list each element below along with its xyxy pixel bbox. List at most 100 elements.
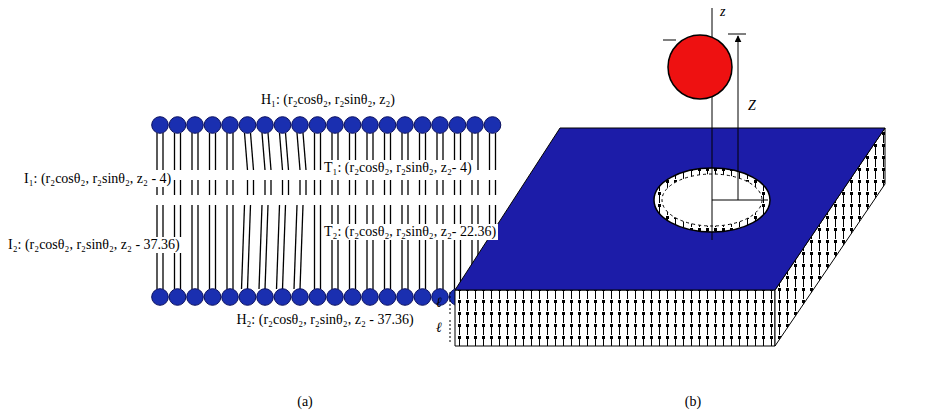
lipid-tail (191, 180, 192, 195)
lipid-tail (349, 180, 350, 195)
coordinate-label: I₂: (r₂cosθ₂, r₂sinθ₂, z₂ - 37.36) (6, 237, 182, 253)
lipid-tail (366, 205, 367, 289)
lipid-tail (215, 133, 216, 170)
lipid-head (344, 289, 361, 306)
lipid-tail (162, 133, 163, 170)
lipid-head (432, 117, 449, 134)
lipid-head (309, 289, 326, 306)
lipid-tail (259, 205, 262, 289)
lipid-head (204, 117, 221, 134)
lipid-tail (390, 205, 391, 289)
lipid-tail (300, 205, 303, 289)
lipid-tail (320, 180, 321, 195)
lipid-tail (337, 180, 338, 195)
lipid-tail (226, 205, 227, 289)
lipid-head (152, 289, 169, 306)
lipid-tail (419, 205, 420, 289)
lipid-heads (152, 117, 501, 306)
lipid-tails (157, 133, 496, 289)
lipid-tail (320, 133, 321, 170)
lipid-tail (372, 205, 373, 289)
lipid-tail (460, 205, 461, 289)
lipid-tail (460, 180, 461, 195)
lipid-head (362, 289, 379, 306)
lipid-tail (477, 180, 478, 195)
lipid-tail (401, 205, 402, 289)
membrane-top (455, 128, 885, 290)
lipid-tail (305, 180, 306, 195)
lipid-tail (303, 133, 306, 170)
lipid-head (239, 289, 256, 306)
lipid-head (414, 289, 431, 306)
lipid-tail (288, 180, 289, 195)
lipid-head (397, 289, 414, 306)
lipid-tail (331, 180, 332, 195)
lipid-head (169, 117, 186, 134)
lipid-head (169, 289, 186, 306)
lipid-head (222, 289, 239, 306)
lipid-tail (436, 205, 437, 289)
lipid-head (344, 117, 361, 134)
lipid-tail (232, 205, 233, 289)
lipid-tail (471, 180, 472, 195)
lipid-tail (197, 205, 198, 289)
Z-tick (728, 34, 746, 35)
lipid-head (222, 117, 239, 134)
lipid-tail (253, 180, 254, 195)
coordinate-label: H₂: (r₂cosθ₂, r₂sinθ₂, z₂ - 37.36) (234, 312, 415, 328)
lipid-tail (248, 205, 251, 289)
lipid-tail (251, 133, 254, 170)
axis-label: Z (746, 98, 758, 114)
lipid-tail (226, 180, 227, 195)
lipid-tail (180, 133, 181, 170)
lipid-tail (232, 180, 233, 195)
lipid-head (379, 289, 396, 306)
lipid-tail (283, 205, 286, 289)
lipid-tail (174, 133, 175, 170)
lipid-head (484, 117, 501, 134)
lipid-tail (226, 133, 227, 170)
slab-front (455, 290, 775, 346)
lipid-tail (215, 180, 216, 195)
lipid-tail (191, 205, 192, 289)
panel-label: (b) (683, 394, 703, 410)
lipid-head (257, 117, 274, 134)
lipid-head (257, 289, 274, 306)
red-sphere (668, 35, 732, 99)
l-dim (450, 320, 451, 344)
lipid-tail (495, 133, 496, 170)
lipid-tail (299, 180, 300, 195)
lipid-tail (215, 205, 216, 289)
lipid-tail (280, 133, 283, 170)
thickness-label: ℓ (434, 320, 444, 336)
axis-label: z (718, 4, 727, 20)
lipid-head (274, 289, 291, 306)
lipid-tail (180, 180, 181, 195)
lipid-head (449, 117, 466, 134)
lipid-tail (331, 205, 332, 289)
lipid-tail (355, 180, 356, 195)
dash-mark (663, 40, 676, 41)
lipid-tail (232, 133, 233, 170)
lipid-tail (401, 180, 402, 195)
coordinate-label: T₂: (r₂cosθ₂, r₂sinθ₂, z₂- 22.36) (322, 224, 498, 240)
lipid-tail (270, 180, 271, 195)
lipid-tail (282, 180, 283, 195)
lipid-tail (247, 180, 248, 195)
lipid-head (327, 117, 344, 134)
lipid-tail (454, 180, 455, 195)
lipid-tail (372, 180, 373, 195)
lipid-tail (314, 180, 315, 195)
lipid-head (239, 117, 256, 134)
lipid-tail (320, 205, 321, 289)
lipid-tail (407, 180, 408, 195)
r-axis (712, 200, 768, 201)
lipid-tail (242, 205, 245, 289)
lipid-tail (197, 133, 198, 170)
lipid-tail (489, 180, 490, 195)
lipid-tail (407, 205, 408, 289)
lipid-tail (384, 180, 385, 195)
lipid-tail (366, 180, 367, 195)
lipid-tail (436, 180, 437, 195)
